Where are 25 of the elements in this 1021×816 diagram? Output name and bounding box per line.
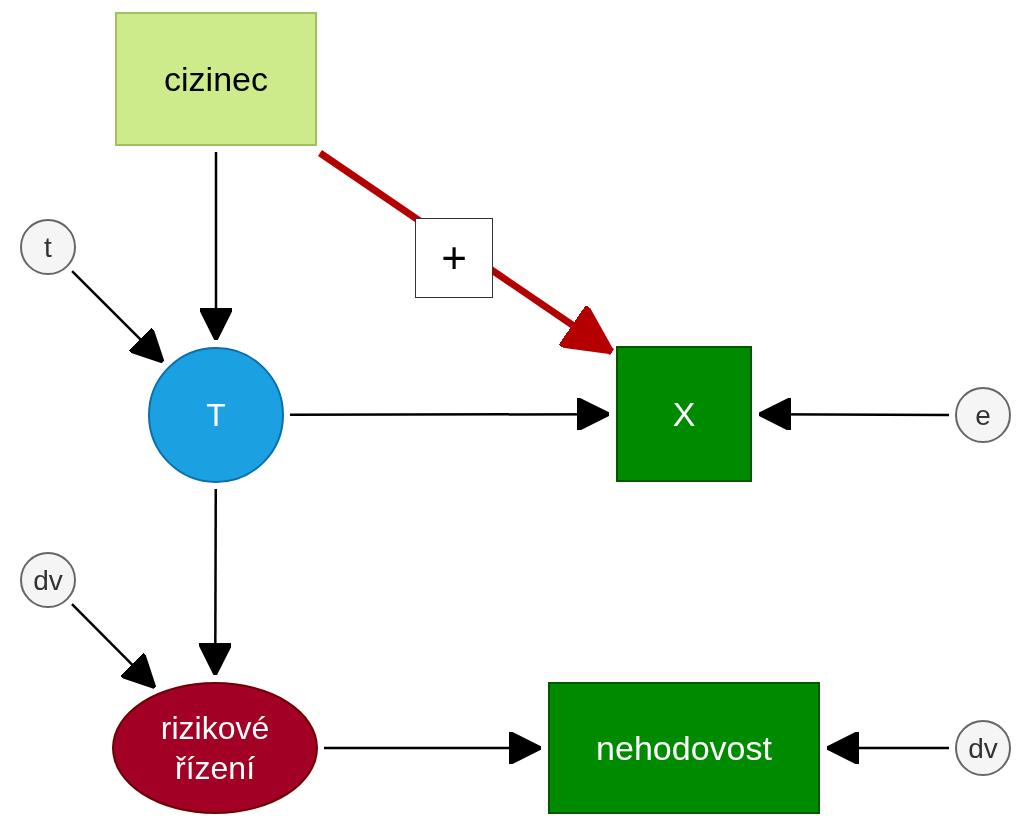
node-label: rizikové řízení <box>159 709 271 788</box>
variable-circle <box>20 552 76 608</box>
node-label: T <box>205 396 227 435</box>
arrow <box>71 270 165 364</box>
node-label: e <box>974 398 992 433</box>
variable-circle <box>20 219 76 275</box>
node-label: X <box>671 393 697 435</box>
variable-circle <box>955 720 1011 776</box>
node-label: dv <box>32 563 64 598</box>
node-label: nehodovost <box>595 727 773 769</box>
variable-circle <box>955 387 1011 443</box>
arrow <box>71 603 157 689</box>
arrow <box>825 730 949 766</box>
process-box <box>616 346 752 482</box>
process-box <box>115 12 317 146</box>
arrow <box>324 730 543 766</box>
edge-label: + <box>415 217 493 298</box>
arrow <box>197 489 233 677</box>
arrow <box>198 152 234 342</box>
node-label: t <box>43 230 53 265</box>
arrow <box>290 396 611 432</box>
process-box <box>548 682 820 814</box>
arrow <box>757 396 949 432</box>
node-label: dv <box>967 731 999 766</box>
node-label: cizinec <box>163 58 269 100</box>
